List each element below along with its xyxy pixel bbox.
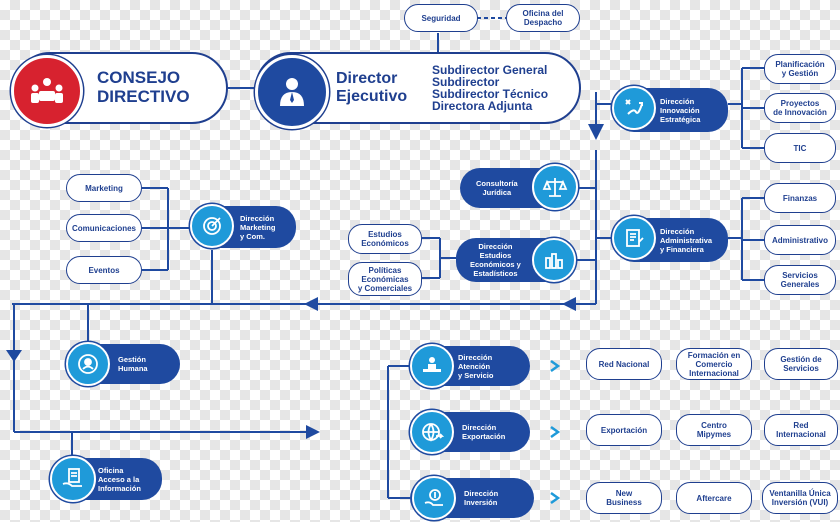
document-hand-icon	[50, 456, 96, 502]
proyectos-box: Proyectos de Innovación	[764, 93, 836, 123]
scales-icon	[532, 164, 578, 210]
sub-line-1: Subdirector General	[432, 63, 548, 77]
bar-chart-icon	[532, 238, 576, 282]
estudios-economicos-box: Estudios Económicos	[348, 224, 422, 254]
consultoria-label: Consultoría Jurídica	[476, 179, 518, 197]
gestion-servicios-box: Gestión de Servicios	[764, 348, 838, 380]
sub-line-4: Directora Adjunta	[432, 99, 533, 113]
proyectos-label: Proyectos de Innovación	[773, 99, 827, 117]
seguridad-box: Seguridad	[404, 4, 478, 32]
strategy-icon	[612, 86, 656, 130]
aftercare-label: Aftercare	[696, 493, 732, 503]
administrativa-label: Dirección Administrativa y Financiera	[660, 226, 713, 254]
service-desk-icon	[410, 344, 454, 388]
sub-line-3: Subdirector Técnico	[432, 87, 549, 101]
ventanilla-box: Ventanilla Única Inversión (VUI)	[762, 482, 838, 514]
planificacion-box: Planificación y Gestión	[764, 54, 836, 84]
target-icon	[190, 204, 234, 248]
exportacion-item-box: Exportación	[586, 414, 662, 446]
marketing-item-box: Marketing	[66, 174, 142, 202]
director-title: Director Ejecutivo	[336, 70, 408, 105]
meeting-group-icon	[11, 55, 83, 127]
estudios-economicos-label: Estudios Económicos	[361, 230, 409, 248]
red-nacional-label: Red Nacional	[598, 359, 650, 369]
consejo-title: CONSEJO DIRECTIVO	[97, 68, 190, 106]
globe-arrow-icon	[410, 410, 454, 454]
person-cycle-icon	[66, 342, 110, 386]
centro-mipymes-label: Centro Mipymes	[696, 421, 732, 439]
politicas-label: Políticas Económicas y Comerciales	[357, 265, 413, 293]
inversion-label: Dirección Inversión	[464, 489, 499, 507]
chevron-right-icon	[548, 491, 562, 505]
tic-label: TIC	[793, 143, 807, 153]
executive-person-icon	[255, 55, 329, 129]
innovacion-label: Dirección Innovación Estratégica	[660, 96, 701, 124]
estudios-label: Dirección Estudios Económicos y Estadíst…	[470, 242, 521, 278]
chevron-right-icon	[548, 359, 562, 373]
politicas-box: Políticas Económicas y Comerciales	[348, 262, 422, 296]
marketing-item-label: Marketing	[85, 183, 123, 193]
sub-line-2: Subdirector	[432, 75, 500, 89]
oficina-despacho-box: Oficina del Despacho	[506, 4, 580, 32]
oficina-despacho-label: Oficina del Despacho	[522, 9, 564, 27]
finance-document-icon	[612, 216, 656, 260]
formacion-label: Formación en Comercio Internacional	[687, 350, 741, 378]
atencion-label: Dirección Atención y Servicio	[458, 352, 494, 380]
exportacion-label: Dirección Exportación	[462, 423, 506, 441]
administrativo-label: Administrativo	[771, 235, 828, 245]
new-business-label: New Business	[606, 489, 642, 507]
formacion-box: Formación en Comercio Internacional	[676, 348, 752, 380]
red-internacional-label: Red Internacional	[776, 421, 826, 439]
chevron-right-icon	[548, 425, 562, 439]
exportacion-item-label: Exportación	[600, 425, 648, 435]
servicios-generales-box: Servicios Generales	[764, 265, 836, 295]
red-nacional-box: Red Nacional	[586, 348, 662, 380]
centro-mipymes-box: Centro Mipymes	[676, 414, 752, 446]
aftercare-box: Aftercare	[676, 482, 752, 514]
red-internacional-box: Red Internacional	[764, 414, 838, 446]
tic-box: TIC	[764, 133, 836, 163]
ventanilla-label: Ventanilla Única Inversión (VUI)	[769, 489, 831, 507]
oficina-label: Oficina Acceso a la Información	[98, 465, 141, 493]
servicios-generales-label: Servicios Generales	[780, 271, 820, 289]
comunicaciones-box: Comunicaciones	[66, 214, 142, 242]
planificacion-label: Planificación y Gestión	[775, 60, 825, 78]
eventos-box: Eventos	[66, 256, 142, 284]
money-hand-icon	[412, 476, 456, 520]
comunicaciones-label: Comunicaciones	[71, 223, 136, 233]
administrativo-box: Administrativo	[764, 225, 836, 255]
finanzas-label: Finanzas	[782, 193, 818, 203]
marketing-label: Dirección Marketing y Com.	[240, 213, 276, 241]
eventos-label: Eventos	[88, 265, 120, 275]
gestion-servicios-label: Gestión de Servicios	[780, 355, 822, 373]
finanzas-box: Finanzas	[764, 183, 836, 213]
seguridad-label: Seguridad	[421, 13, 461, 23]
gestion-label: Gestión Humana	[118, 355, 148, 373]
new-business-box: New Business	[586, 482, 662, 514]
